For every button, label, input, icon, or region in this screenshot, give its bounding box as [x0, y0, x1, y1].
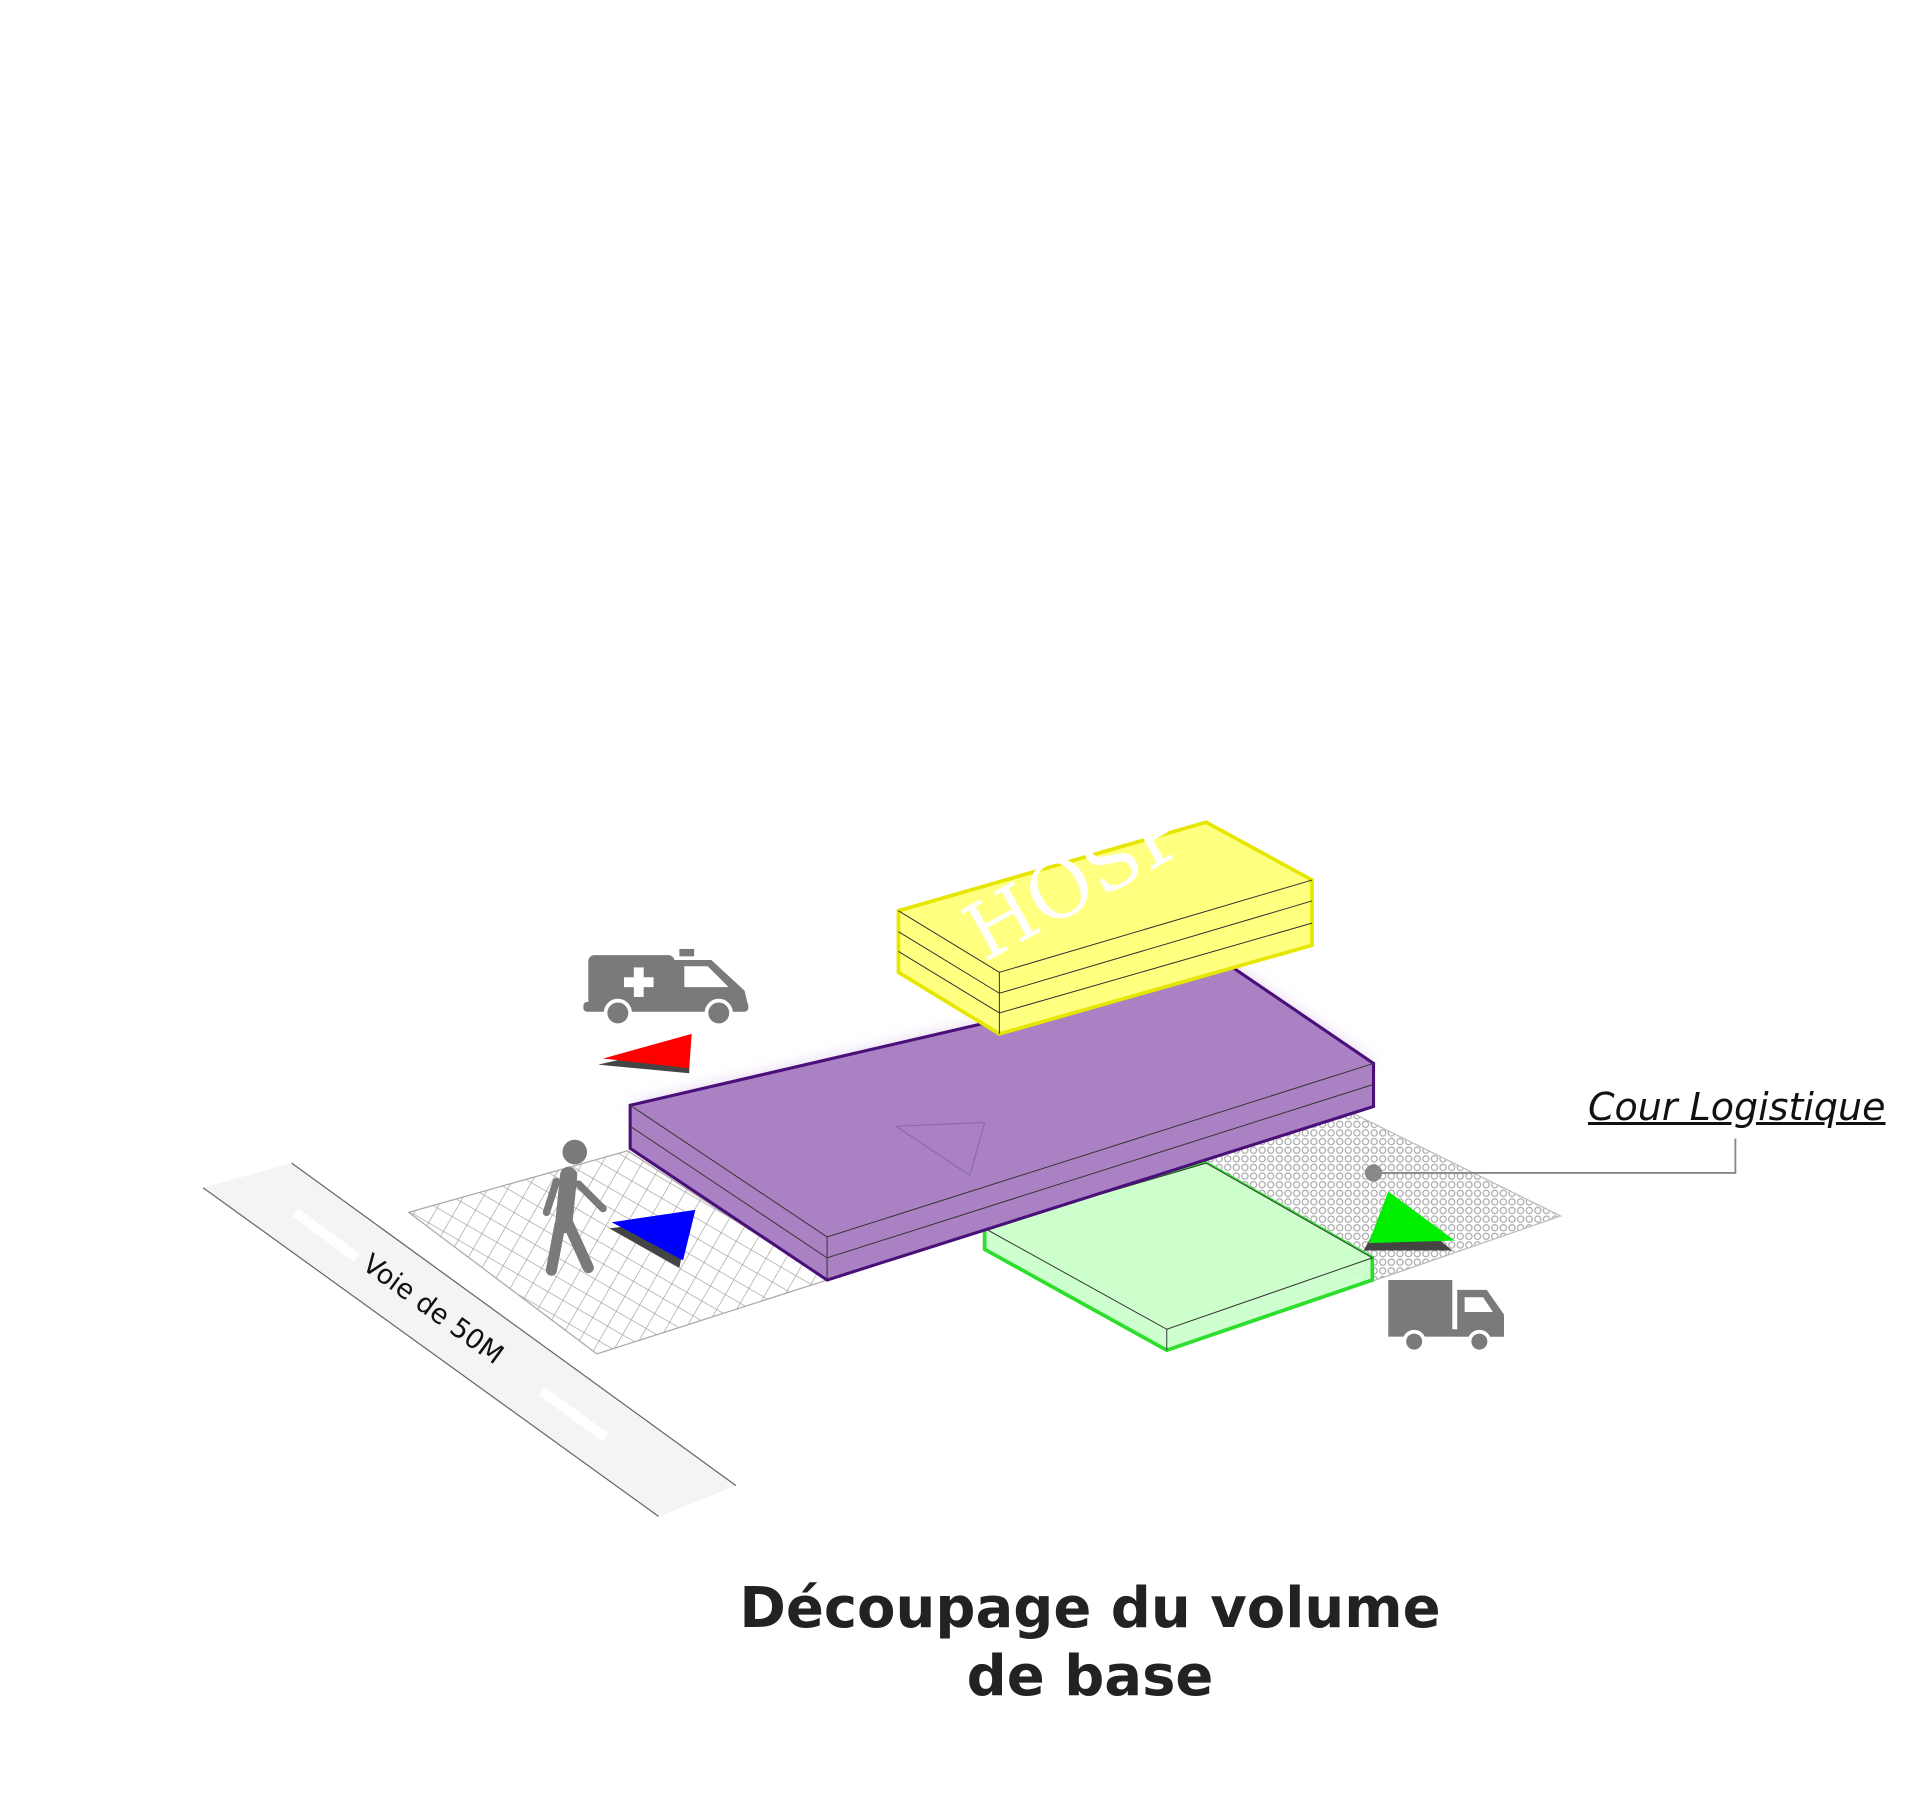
title-line-1: Découpage du volume: [739, 1576, 1441, 1641]
ambulance-icon: [583, 948, 749, 1028]
pedestrian-entry-arrow: [609, 1209, 696, 1268]
title-line-2: de base: [966, 1644, 1214, 1709]
base-volume: [628, 964, 1376, 1282]
pedestrian-icon: [542, 1139, 607, 1276]
logistics-court-label: Cour Logistique: [1588, 1085, 1886, 1129]
logistics-volume: [982, 1161, 1375, 1353]
truck-icon: [1388, 1280, 1504, 1354]
hosp-block: HOSP: [896, 782, 1314, 1036]
logistics-leader-line: [1364, 1138, 1737, 1182]
logistics-entry-arrow: [1363, 1191, 1455, 1251]
diagram-title: Découpage du volume de base: [0, 1575, 1920, 1711]
ambulance-entry-arrow: [598, 1033, 692, 1074]
